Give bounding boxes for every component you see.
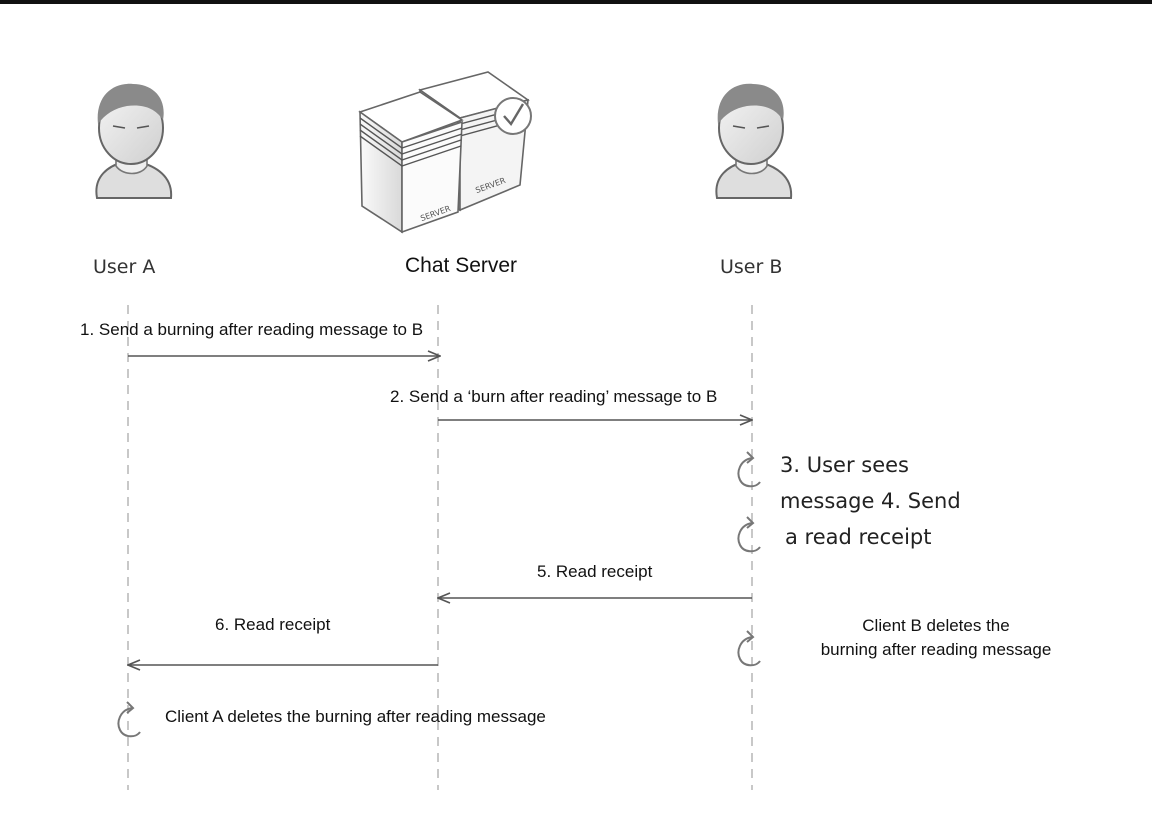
note-line: 3. User sees [780, 453, 909, 477]
message-6-label: 6. Read receipt [215, 615, 331, 634]
message-2-label: 2. Send a ‘burn after reading’ message t… [390, 387, 718, 406]
user-icon [95, 83, 173, 199]
refresh-arrow-icon [117, 701, 141, 738]
actor-label-user-b: User B [720, 256, 783, 278]
top-border [0, 0, 1152, 4]
message-1-label: 1. Send a burning after reading message … [80, 320, 424, 339]
note-user-b-actions: 3. User sees message 4. Send a read rece… [780, 447, 970, 555]
user-icon [715, 83, 793, 199]
note-client-a-deletes: Client A deletes the burning after readi… [165, 707, 546, 726]
note-line: a read receipt [785, 525, 932, 549]
note-line: message 4. Send [780, 489, 961, 513]
actor-label-chat-server: Chat Server [405, 254, 518, 277]
refresh-arrow-icon [737, 516, 761, 553]
note-line: burning after reading message [820, 640, 1052, 659]
note-client-b-deletes: Client B deletes the burning after readi… [800, 614, 1072, 662]
refresh-arrow-icon [737, 451, 761, 488]
note-line: Client B deletes the [862, 616, 1010, 635]
message-5-label: 5. Read receipt [537, 562, 653, 581]
server-box-left [358, 91, 464, 234]
server-icon: SERVER SERVER [358, 71, 532, 234]
actor-label-user-a: User A [93, 256, 156, 278]
refresh-arrow-icon [737, 630, 761, 667]
check-icon [494, 97, 532, 135]
